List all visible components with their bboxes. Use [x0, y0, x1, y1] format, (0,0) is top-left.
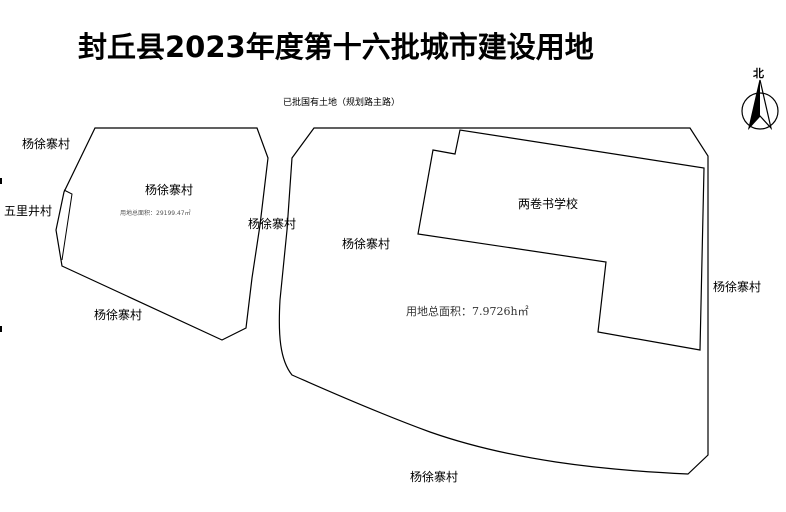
label-parcel-small-name: 杨徐寨村: [145, 183, 194, 197]
parcel-big-boundary: [278, 127, 709, 475]
label-school: 两卷书学校: [518, 197, 579, 211]
label-village-right: 杨徐寨村: [713, 280, 762, 294]
label-village-left: 五里井村: [4, 204, 53, 218]
label-village-bottom-left: 杨徐寨村: [94, 308, 143, 322]
north-arrow-icon: [741, 79, 779, 131]
parcel-small-boundary: [55, 127, 269, 341]
label-village-top-left: 杨徐寨村: [22, 137, 71, 151]
edge-tick: [0, 178, 2, 184]
area-big: 用地总面积：7.9726h㎡: [406, 305, 529, 318]
label-village-bottom: 杨徐寨村: [410, 470, 459, 484]
north-label: 北: [753, 67, 764, 80]
parcel-small-notch: [61, 189, 73, 261]
school-parcel-boundary: [417, 129, 705, 351]
map-subtitle: 已批国有土地（规划路主路）: [283, 98, 401, 108]
edge-tick: [0, 326, 2, 332]
area-small: 用地总面积：29199.47㎡: [120, 210, 191, 217]
label-parcel-big-name: 杨徐寨村: [342, 237, 391, 251]
label-village-middle: 杨徐寨村: [248, 217, 297, 231]
map-title: 封丘县2023年度第十六批城市建设用地: [78, 30, 594, 64]
